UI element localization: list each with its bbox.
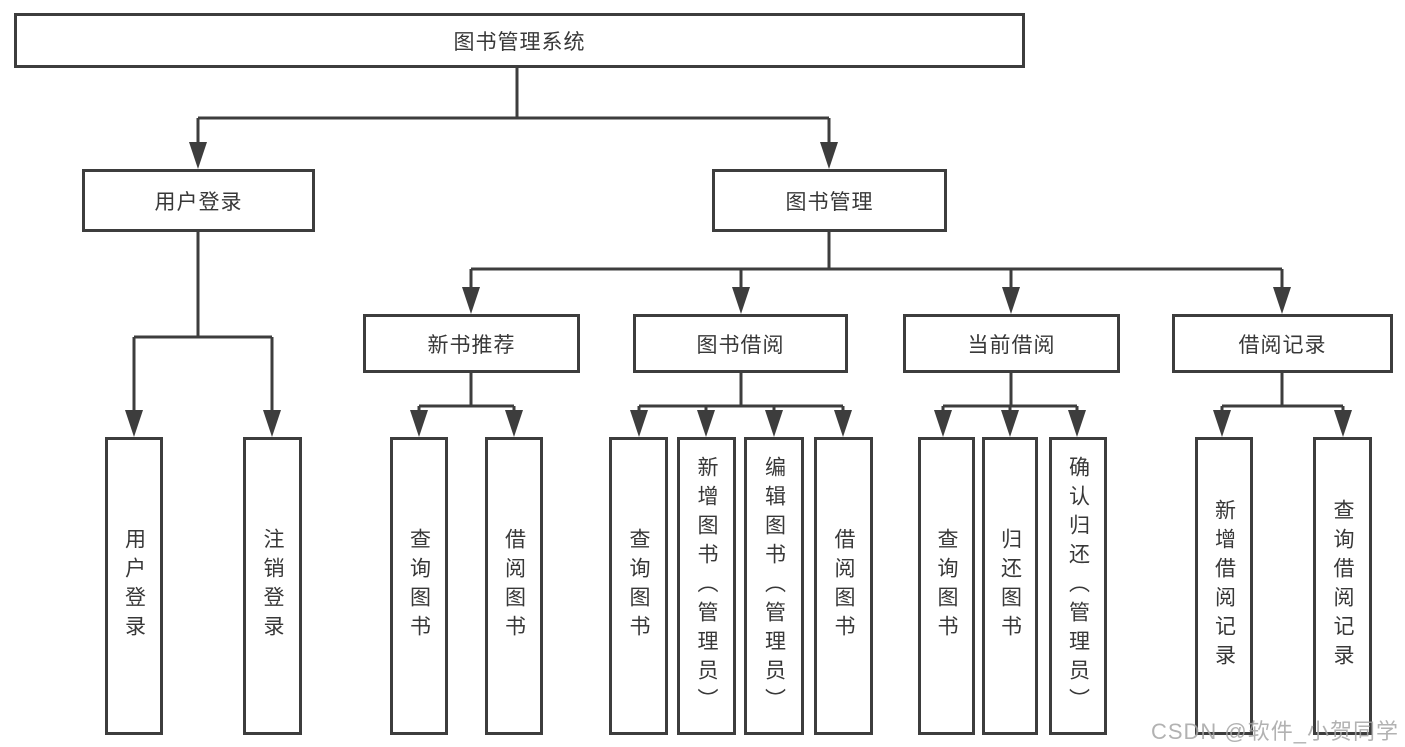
node-book-borrow-label: 图书借阅 (696, 333, 785, 357)
node-book-management: 图书管理 (712, 169, 947, 232)
connector-userlogin-to-leaves (132, 232, 274, 413)
connector-newrec-to-leaves (417, 373, 516, 413)
node-current-borrow-label: 当前借阅 (967, 333, 1056, 357)
node-root: 图书管理系统 (14, 13, 1025, 68)
connector-currentborrow-to-leaves (941, 373, 1079, 413)
node-user-login: 用户登录 (82, 169, 315, 232)
leaf-borrow-book-recommend: 借阅图书 (485, 437, 543, 735)
node-borrow-records: 借阅记录 (1172, 314, 1393, 373)
leaf-query-book-borrow: 查询图书 (609, 437, 668, 735)
leaf-logout-login: 注销登录 (243, 437, 302, 735)
node-new-book-recommend: 新书推荐 (363, 314, 580, 373)
node-borrow-records-label: 借阅记录 (1238, 333, 1327, 357)
node-root-label: 图书管理系统 (453, 30, 586, 54)
node-current-borrow: 当前借阅 (903, 314, 1120, 373)
connector-records-to-leaves (1220, 373, 1345, 413)
leaf-add-borrow-record: 新增借阅记录 (1195, 437, 1253, 735)
connector-bookmgmt-to-level3 (469, 232, 1284, 290)
leaf-query-book-current: 查询图书 (918, 437, 975, 735)
leaf-edit-book-admin: 编辑图书（管理员） (744, 437, 804, 735)
connector-bookborrow-to-leaves (637, 373, 845, 413)
connector-root-to-level2 (196, 68, 831, 144)
leaf-user-login: 用户登录 (105, 437, 163, 735)
leaf-confirm-return-admin: 确认归还（管理员） (1049, 437, 1107, 735)
node-user-login-label: 用户登录 (154, 190, 243, 214)
leaf-query-book-recommend: 查询图书 (390, 437, 448, 735)
node-new-book-recommend-label: 新书推荐 (427, 333, 516, 357)
leaf-return-book: 归还图书 (982, 437, 1038, 735)
node-book-management-label: 图书管理 (785, 190, 874, 214)
node-book-borrow: 图书借阅 (633, 314, 848, 373)
csdn-watermark: CSDN @软件_小贺同学 (1150, 719, 1399, 744)
leaf-borrow-book: 借阅图书 (814, 437, 873, 735)
leaf-add-book-admin: 新增图书（管理员） (677, 437, 736, 735)
leaf-query-borrow-record: 查询借阅记录 (1313, 437, 1372, 735)
